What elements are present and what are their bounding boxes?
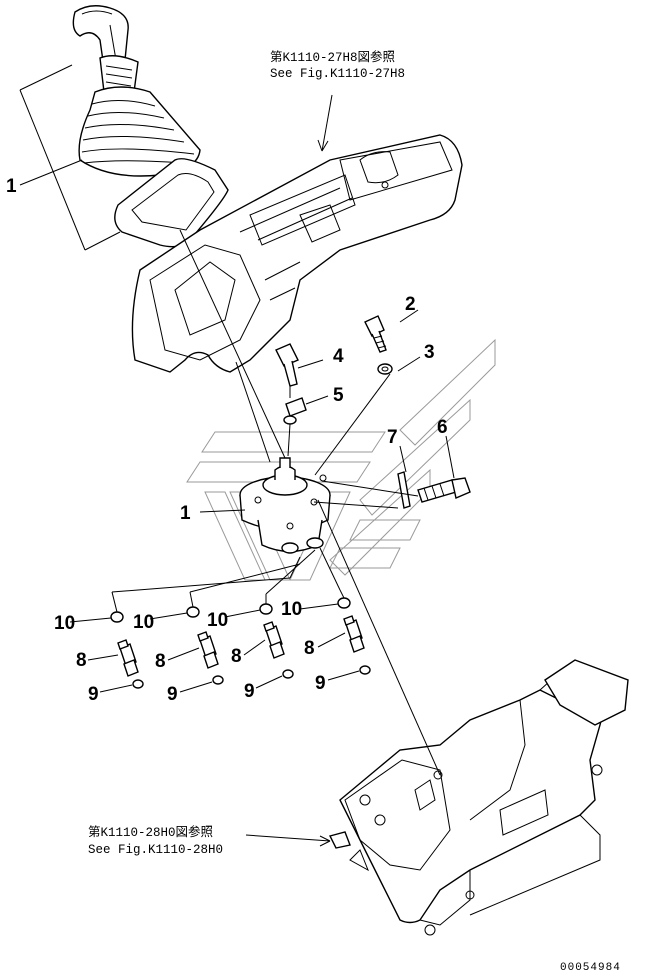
part-5	[283, 397, 307, 425]
bolt-4	[275, 343, 299, 387]
callout-oring-9-c: 9	[244, 681, 255, 702]
callout-bolt-2: 2	[405, 294, 416, 315]
ppc-valve	[239, 457, 331, 554]
part-7	[397, 471, 411, 509]
callout-fitting-8-c: 8	[231, 646, 242, 667]
callout-oring-10-b: 10	[133, 612, 154, 633]
callout-part-7: 7	[387, 427, 398, 448]
console-ref-en: See Fig.K1110-27H8	[270, 67, 405, 81]
callout-bolt-4: 4	[333, 346, 344, 367]
callout-oring-10-c: 10	[207, 610, 228, 631]
fitting-8-d	[343, 615, 365, 653]
callout-fitting-8-b: 8	[155, 651, 166, 672]
fitting-8-c	[263, 621, 285, 659]
callout-oring-10-d: 10	[281, 599, 302, 620]
callout-bolt-6: 6	[437, 417, 448, 438]
console-ref-jp: 第K1110-27H8図参照	[270, 49, 395, 65]
callout-oring-10-a: 10	[54, 613, 75, 634]
leader-lines	[19, 64, 455, 847]
bolt-6	[417, 477, 471, 503]
fitting-8-b	[197, 631, 219, 669]
document-number: 00054984	[560, 962, 621, 974]
callout-fitting-8-d: 8	[304, 638, 315, 659]
callout-oring-9-a: 9	[88, 684, 99, 705]
joystick-lever	[72, 5, 201, 177]
bracket-ref-en: See Fig.K1110-28H0	[88, 843, 223, 857]
reference-notes: 第K1110-27H8図参照 See Fig.K1110-27H8 第K1110…	[88, 49, 405, 857]
oring-9-a	[132, 679, 144, 689]
callout-oring-9-b: 9	[167, 684, 178, 705]
callout-oring-9-d: 9	[315, 673, 326, 694]
washer-3	[377, 363, 393, 375]
fitting-8-a	[117, 639, 139, 677]
mounting-bracket	[328, 659, 629, 936]
oring-10-a	[110, 611, 124, 623]
oring-9-c	[282, 669, 294, 679]
bolt-2	[364, 315, 387, 353]
oring-10-b	[186, 606, 200, 618]
oring-10-d	[337, 597, 351, 609]
callout-fitting-8-a: 8	[76, 650, 87, 671]
callout-valve-1: 1	[180, 503, 191, 524]
callout-labels: 1 1 2 3 4 5 6 7 10 10 10 10 8 8 8 8 9 9 …	[6, 176, 448, 705]
bracket-ref-jp: 第K1110-28H0図参照	[88, 824, 213, 840]
oring-10-c	[259, 603, 273, 615]
console-housing	[131, 134, 463, 373]
oring-9-d	[359, 665, 371, 675]
watermark-logo	[186, 338, 496, 581]
callout-part-5: 5	[333, 385, 344, 406]
callout-lever-1: 1	[6, 176, 17, 197]
callout-washer-3: 3	[424, 342, 435, 363]
oring-9-b	[212, 675, 224, 685]
